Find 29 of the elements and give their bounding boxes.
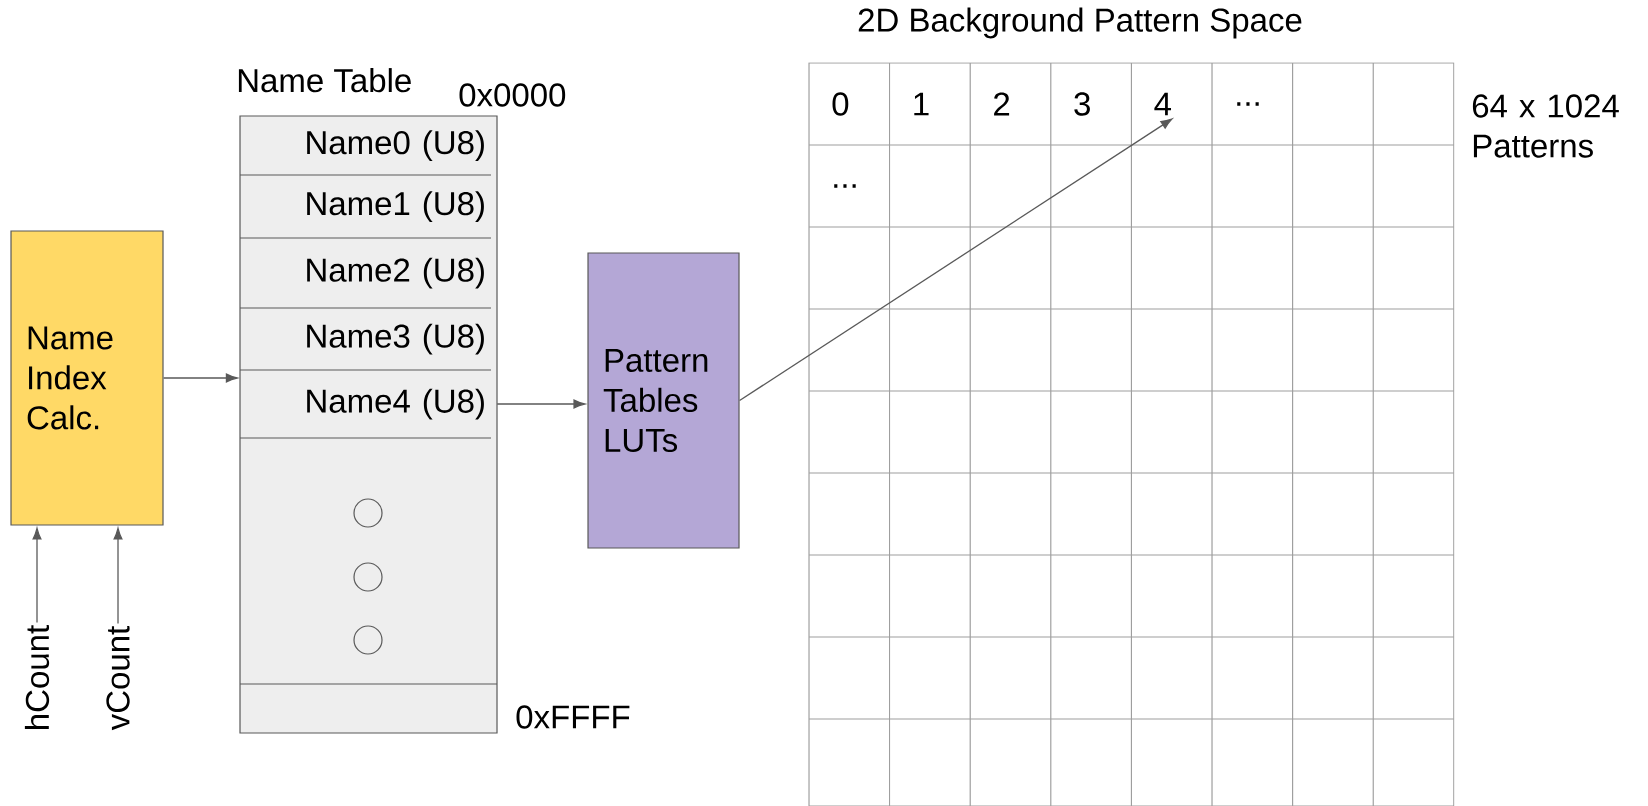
table-row: Name0 (U8) [239,130,492,176]
cell-label: 0 [832,92,849,116]
arrow [738,118,1173,402]
address-label: 0x0000 [459,83,566,107]
arrow [113,527,123,625]
cell-label: ... [834,184,856,188]
grid-title: 2D Background Pattern Space [858,7,1302,39]
address-label: 0xFFFF [516,705,630,729]
table-row: Name2 (U8) [239,257,492,309]
arrow [496,399,586,409]
table-row: Name3 (U8) [239,323,492,371]
ellipsis-dot [353,498,383,528]
arrow [32,527,42,624]
arrow [162,373,238,383]
cell-label: 4 [1154,92,1171,116]
process-box: Name Index Calc. [10,230,164,526]
signal-label: hCount [24,625,50,729]
process-box: Pattern Tables LUTs [587,252,740,549]
cell-label: 1 [914,92,929,116]
table-row: Name4 (U8) [239,388,492,439]
table-row: Name1 (U8) [239,191,492,239]
size-note: 64 x 1024 Patterns [1472,94,1619,158]
signal-label: vCount [106,626,130,731]
cell-label: 3 [1074,92,1090,116]
table-heading: Name Table [238,68,411,93]
cell-label: 2 [994,92,1010,116]
cell-label: ... [1237,102,1259,106]
ellipsis-dot [353,625,383,655]
ellipsis-dot [353,562,383,592]
